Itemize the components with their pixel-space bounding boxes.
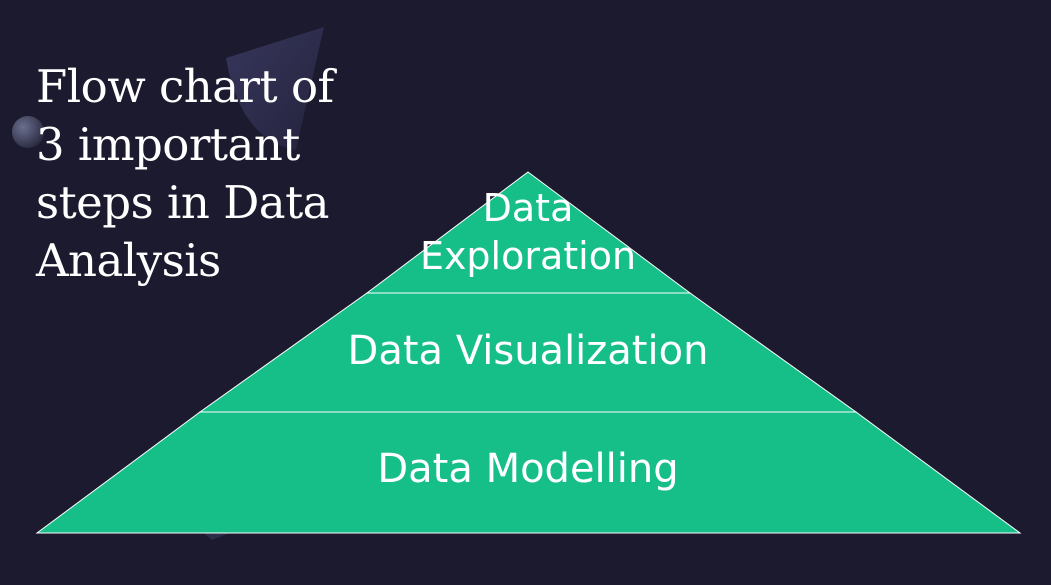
- tier-label-data-modelling: Data Modelling: [377, 446, 679, 492]
- pyramid-tier-bottom: [35, 411, 1022, 534]
- tier-label-data-visualization: Data Visualization: [347, 328, 709, 374]
- slide-title: Flow chart of 3 important steps in Data …: [36, 60, 334, 287]
- tier-label-data-exploration: Data Exploration: [419, 186, 637, 278]
- cone-shape: [226, 27, 324, 150]
- sphere-shape: [12, 116, 44, 148]
